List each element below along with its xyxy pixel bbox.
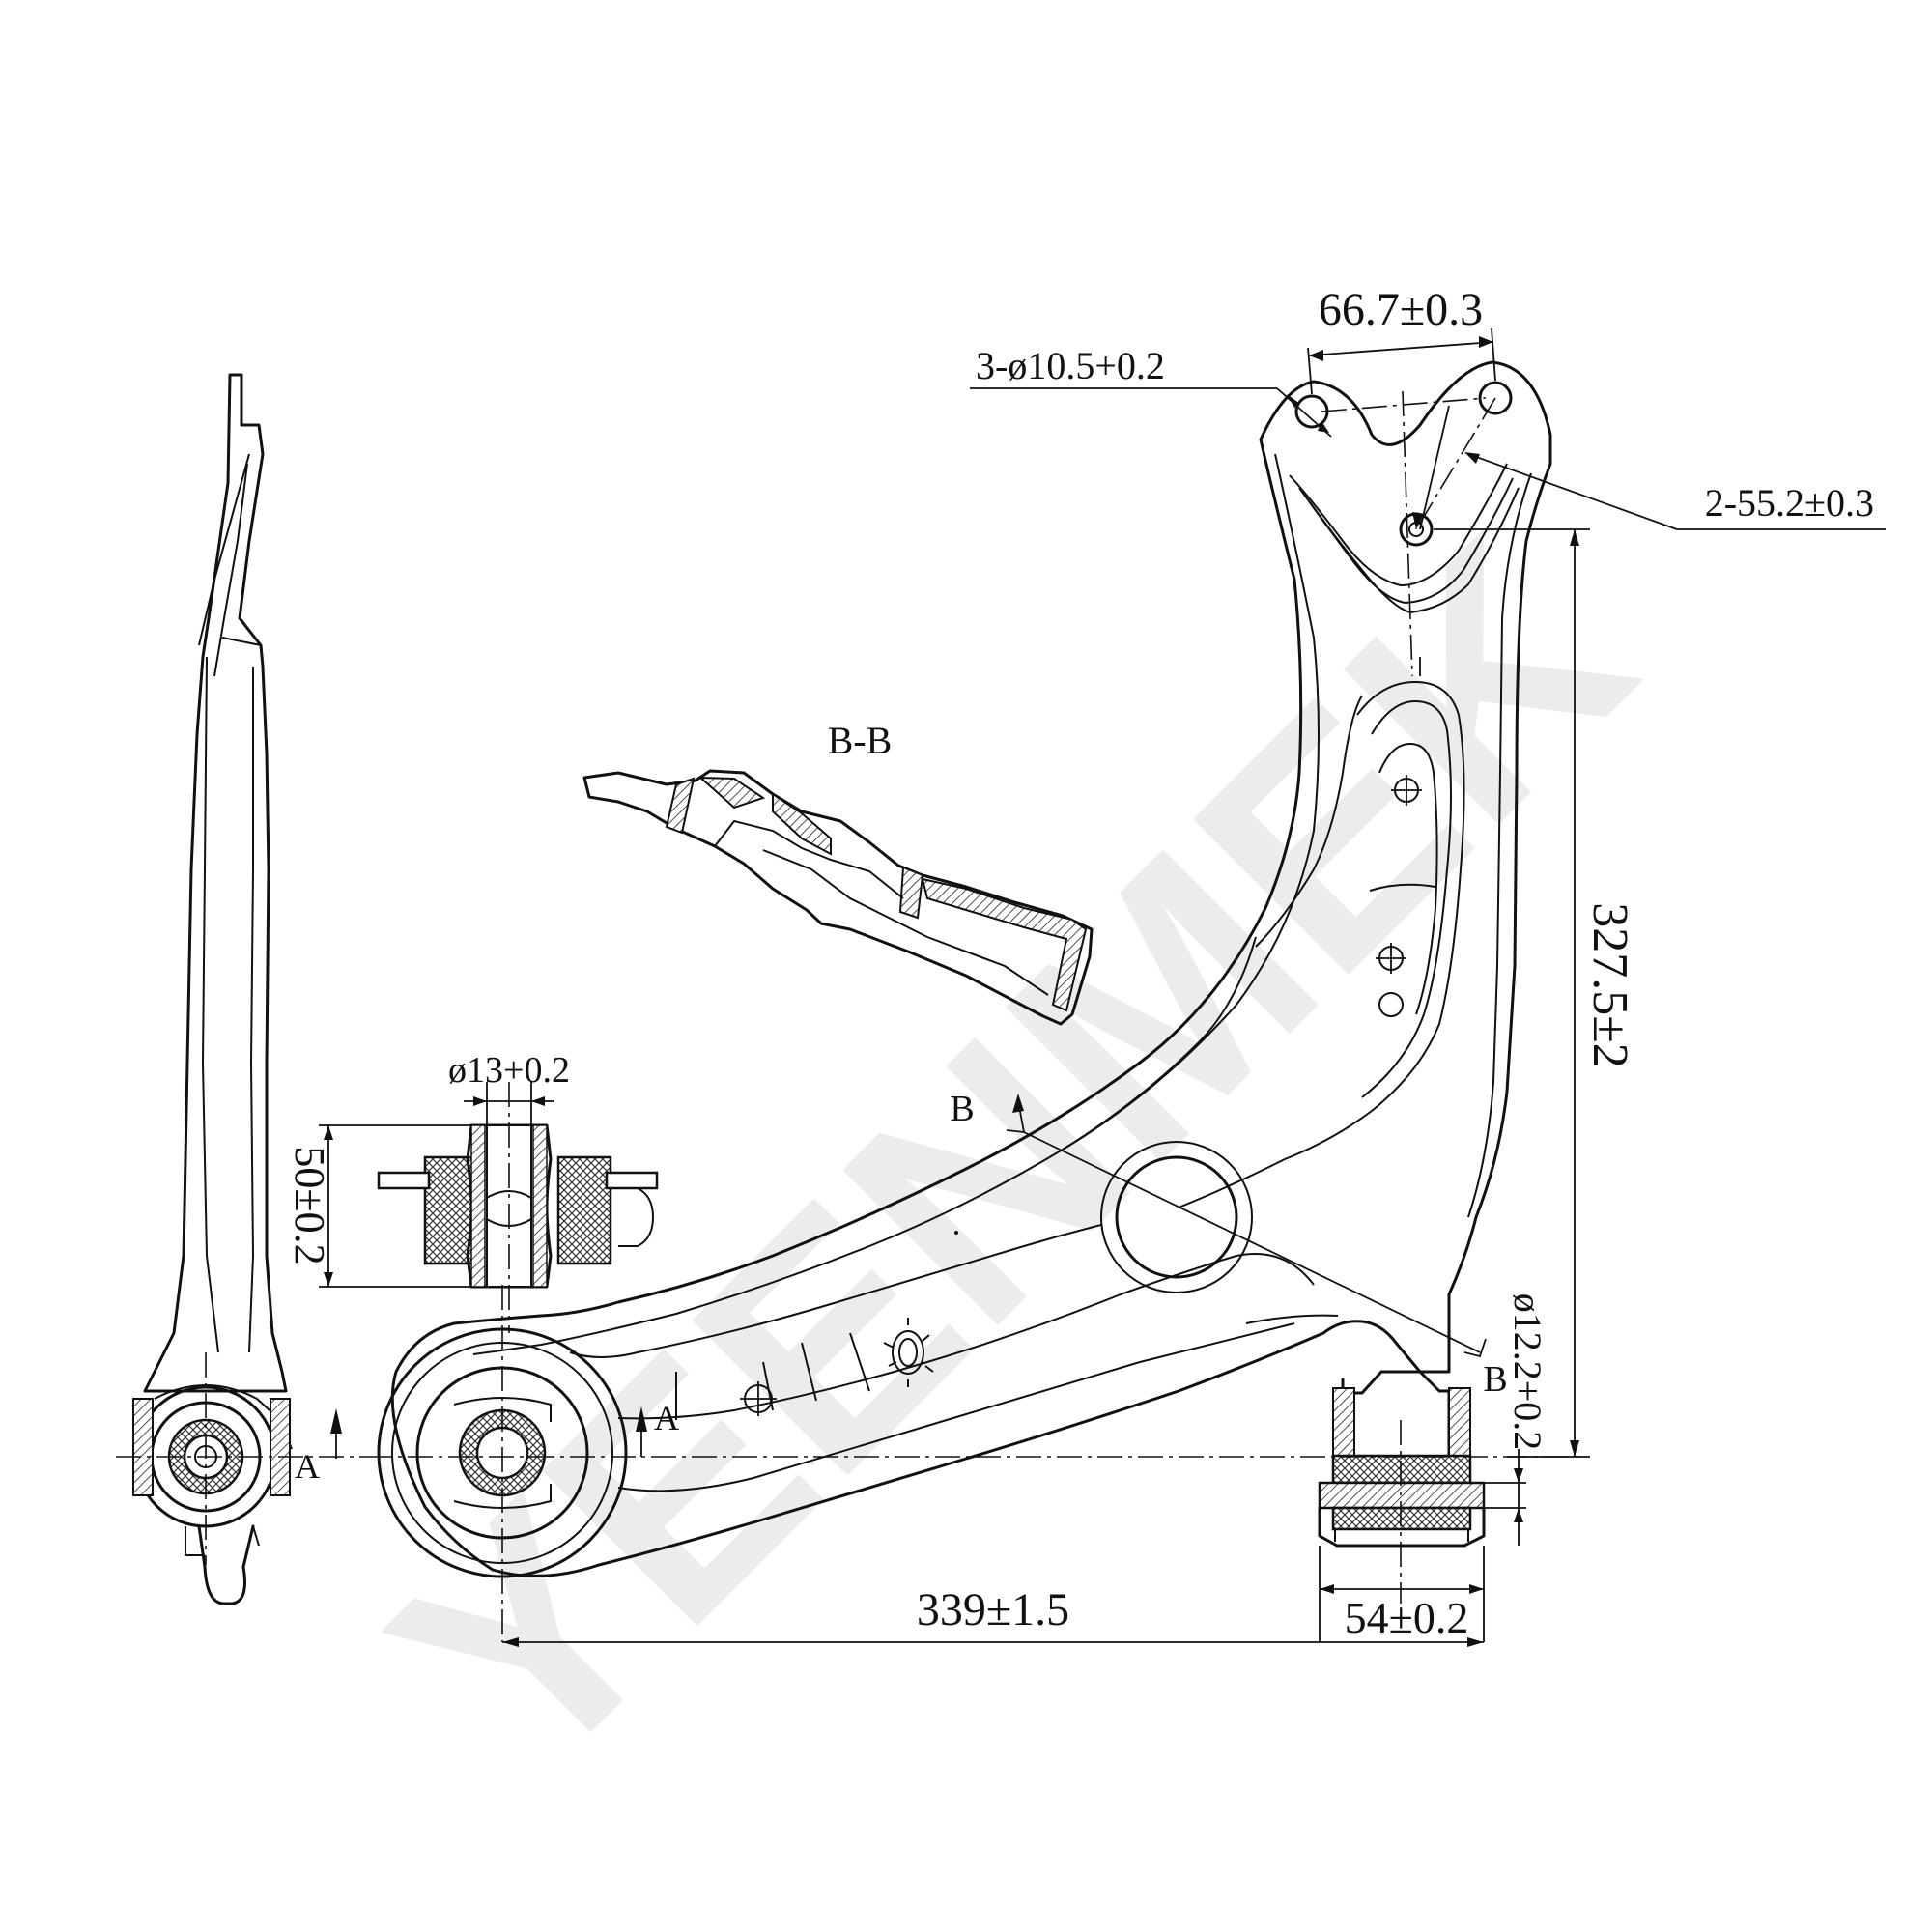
front-bushing-bore-dimension: ø13+0.2	[448, 1050, 570, 1091]
front-bushing-length-dimension: 50±0.2	[286, 1146, 333, 1264]
section-marker-a-main: A	[654, 1399, 679, 1437]
side-view: A	[116, 373, 367, 1605]
rear-bushing-width-dimension: 54±0.2	[1345, 1593, 1469, 1642]
section-marker-b-bottom: B	[1483, 1359, 1507, 1400]
hole-spacing-dimension: 2-55.2±0.3	[1705, 481, 1874, 525]
section-b-b-view: B-B	[582, 719, 1094, 1026]
length-dimension: 339±1.5	[917, 1584, 1069, 1635]
main-top-view	[367, 360, 1584, 1642]
section-marker-b-top: B	[950, 1089, 974, 1129]
bolt-spacing-dimension: 66.7±0.3	[1319, 284, 1483, 335]
front-bushing-section: ø13+0.2 50±0.2	[286, 1050, 659, 1333]
bolt-holes-dimension: 3-ø10.5+0.2	[976, 344, 1165, 387]
dimension-lines: 66.7±0.3 3-ø10.5+0.2 2-55.2±0.3 327.5±2 …	[502, 284, 1886, 1647]
section-marker-a-left: A	[295, 1447, 320, 1486]
rear-bushing-bore-dimension: ø12.2+0.2	[1506, 1293, 1549, 1451]
height-dimension: 327.5±2	[1582, 902, 1637, 1068]
section-b-b-label: B-B	[828, 719, 893, 762]
